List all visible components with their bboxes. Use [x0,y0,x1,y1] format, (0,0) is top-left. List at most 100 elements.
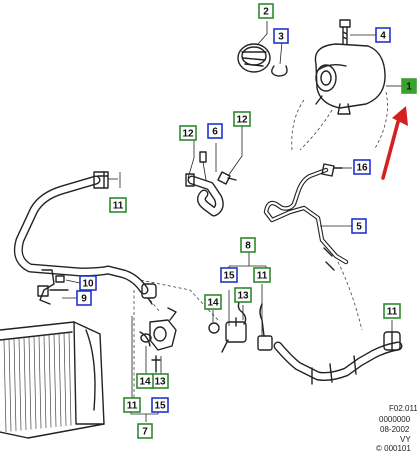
callout-label: 8 [245,241,251,252]
upper-radiator-hose [13,171,157,305]
callout-label: 15 [223,271,235,282]
expansion-tank [314,43,386,115]
callout-box [234,287,252,303]
radiator-fin [53,333,57,428]
footer-cut: © 000101 [376,444,411,452]
radiator [0,321,105,439]
callout-label: 6 [212,127,218,138]
callout-box [351,218,367,234]
callout-box [109,197,127,213]
radiator-fin [43,335,47,429]
callout-box [151,397,169,413]
radiator-fin [58,333,62,427]
footer-number: 0000000 [379,415,411,424]
callout-label: 12 [236,115,248,126]
callout-c2: 2 [258,3,274,19]
callout-box [179,125,197,141]
expansion-tank-cap [237,43,271,73]
callout-c12a: 12 [179,125,197,141]
callout-label: 5 [356,222,362,233]
footer-date: 08-2002 [380,425,410,434]
thermostat-housing [139,307,177,373]
callout-c12b: 12 [233,111,251,127]
callout-label: 3 [278,32,284,43]
callout-c3: 3 [273,28,289,44]
tank-bolt [339,19,351,45]
radiator-fin [68,332,72,426]
lower-radiator-hose [208,299,403,385]
sensor-bracket [37,269,69,305]
leader-lines [62,21,402,422]
callout-box [220,267,238,283]
callout-c7: 7 [137,423,153,439]
footer-suffix: VY [400,435,411,444]
routing-dashes [129,91,388,400]
vent-pipe [263,163,349,271]
radiator-fin [8,339,12,432]
bypass-hose [185,151,237,217]
callout-box [136,373,154,389]
callout-c16: 16 [353,159,371,175]
callout-label: 4 [380,31,386,42]
radiator-fin [13,338,17,432]
callout-c5: 5 [351,218,367,234]
callout-box [375,27,391,43]
callout-label: 11 [387,307,398,318]
callout-box [401,78,417,94]
callout-label: 13 [237,291,249,302]
radiator-fin [23,337,27,431]
callout-box [79,275,97,291]
callout-box [353,159,371,175]
callout-box [383,303,401,319]
callout-label: 1 [406,82,412,93]
callout-c8: 8 [240,237,256,253]
callout-label: 13 [154,377,166,388]
callout-c4: 4 [375,27,391,43]
callout-box [207,123,223,139]
callout-box [204,294,222,310]
callout-c11d: 11 [383,303,401,319]
callout-label: 11 [113,201,124,212]
callout-box [137,423,153,439]
callout-box [233,111,251,127]
callout-c15b: 15 [151,397,169,413]
callout-label: 7 [142,427,148,438]
callout-c11a: 11 [109,197,127,213]
callout-c13a: 13 [234,287,252,303]
radiator-fin [3,339,7,433]
callout-label: 2 [263,7,269,18]
callout-c13b: 13 [151,373,169,389]
radiator-fin [28,336,32,430]
callout-label: 11 [257,271,268,282]
diagram-footer: F02.011 0000000 08-2002 VY © 000101 [376,404,417,452]
radiator-fin [18,338,22,431]
callout-c6: 6 [207,123,223,139]
callout-box [76,290,92,306]
callout-box [240,237,256,253]
callout-c11c: 11 [123,397,141,413]
seal-ring [271,65,288,77]
footer-code: F02.011 [389,404,417,413]
callout-box [123,397,141,413]
callout-box [273,28,289,44]
callout-c14a: 14 [204,294,222,310]
callout-label: 16 [356,163,368,174]
callout-label: 9 [81,294,87,305]
callout-label: 14 [207,298,219,309]
callout-c15a: 15 [220,267,238,283]
callout-label: 15 [154,401,166,412]
radiator-fin [63,332,67,427]
callout-box [253,267,271,283]
radiator-fin [48,334,52,428]
callout-box [258,3,274,19]
callout-c11b: 11 [253,267,271,283]
callout-c9: 9 [76,290,92,306]
callout-c14b: 14 [136,373,154,389]
highlight-arrow [381,106,408,180]
callout-label: 11 [127,401,138,412]
callout-label: 10 [82,279,94,290]
radiator-fin [38,335,42,429]
callout-label: 12 [182,129,194,140]
